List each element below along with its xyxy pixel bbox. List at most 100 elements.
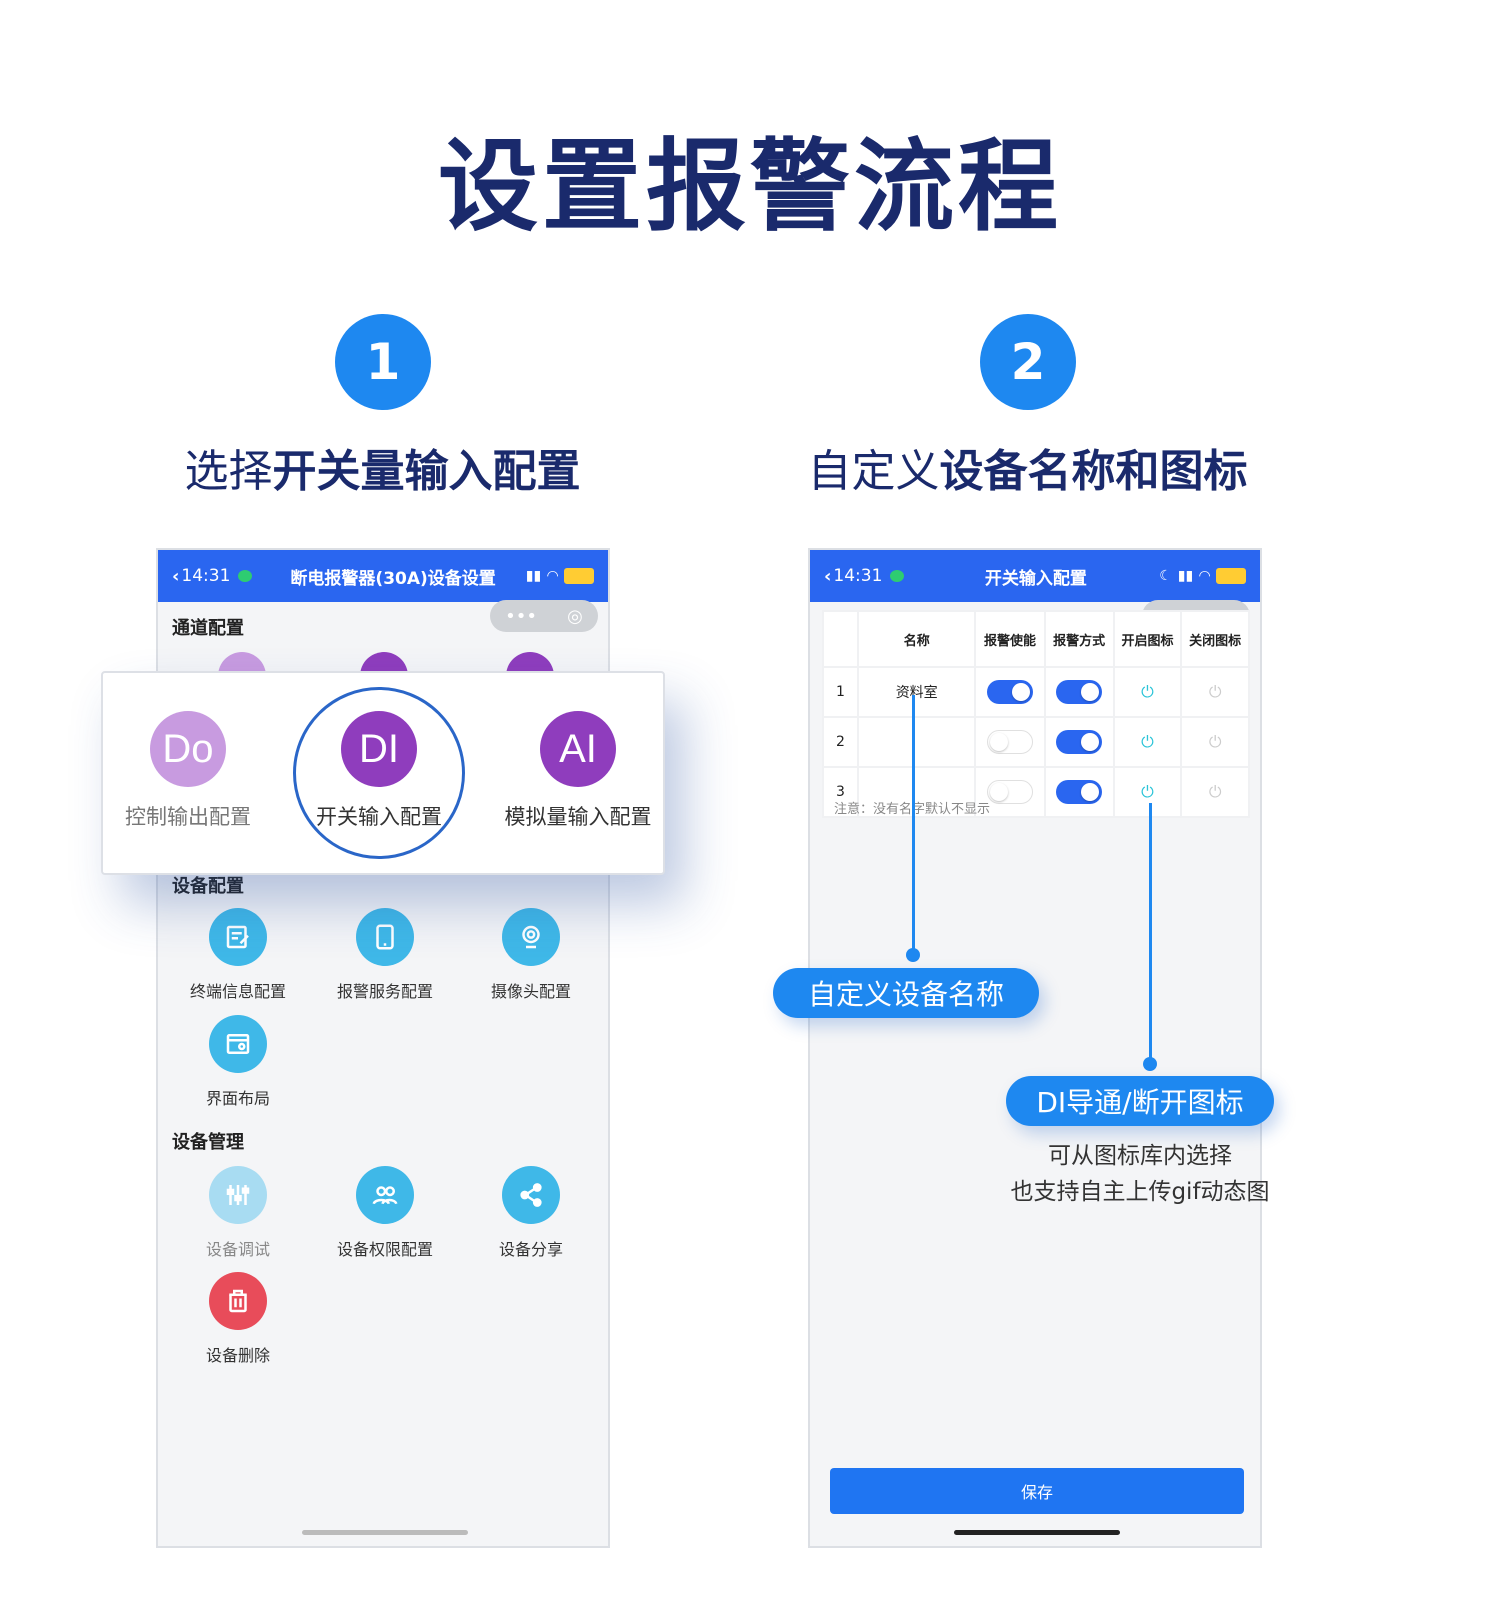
alarm-service-config-label: 报警服务配置: [336, 982, 433, 1001]
terminal-info-config-item[interactable]: 终端信息配置: [163, 908, 313, 1002]
alarm-enable-toggle[interactable]: [974, 716, 1046, 768]
edit-icon: [209, 908, 267, 966]
device-name-input[interactable]: 资料室: [856, 666, 977, 718]
do-output-config-label: 控制输出配置: [125, 805, 251, 829]
wifi-icon: ◠: [547, 568, 558, 584]
status-bar-2: ‹ 14:31 开关输入配置 ☾ ▮▮ ◠: [810, 550, 1260, 602]
alarm-mode-toggle[interactable]: [1043, 766, 1115, 818]
icon-callout-dot: [1143, 1057, 1157, 1071]
alarm-service-config-item[interactable]: 报警服务配置: [310, 908, 460, 1002]
camera-config-label: 摄像头配置: [490, 982, 571, 1001]
device-debug-label: 设备调试: [205, 1240, 270, 1259]
toggle-switch-off[interactable]: [986, 730, 1033, 754]
di-input-config-item[interactable]: DI 开关输入配置: [299, 711, 459, 831]
device-share-item[interactable]: 设备分享: [456, 1166, 606, 1260]
channel-config-zoom-popup: Do 控制输出配置 DI 开关输入配置 AI 模拟量输入配置: [101, 671, 665, 875]
index-column-header: [822, 610, 859, 668]
share-icon: [502, 1166, 560, 1224]
step-1-badge: 1: [335, 314, 431, 410]
save-button[interactable]: 保存: [830, 1468, 1244, 1514]
terminal-info-config-label: 终端信息配置: [189, 982, 286, 1001]
more-icon[interactable]: •••: [505, 605, 537, 627]
step-2-badge: 2: [980, 314, 1076, 410]
device-permission-config-item[interactable]: 设备权限配置: [310, 1166, 460, 1260]
table-row: 3 ⏻ ⏻: [822, 766, 1250, 818]
camera-config-item[interactable]: 摄像头配置: [456, 908, 606, 1002]
power-off-icon[interactable]: ⏻: [1208, 682, 1222, 701]
do-output-config-item[interactable]: Do 控制输出配置: [108, 711, 268, 831]
device-config-section-label: 设备配置: [172, 876, 244, 897]
alarm-enable-toggle[interactable]: [974, 766, 1046, 818]
alarm-mode-column-header: 报警方式: [1043, 610, 1115, 668]
toggle-switch-on[interactable]: [986, 680, 1033, 704]
icon-callout-line: [1149, 803, 1152, 1061]
ai-badge-icon: AI: [540, 711, 616, 787]
table-header-row: 名称 报警使能 报警方式 开启图标 关闭图标: [822, 610, 1250, 668]
power-on-icon[interactable]: ⏻: [1141, 732, 1154, 751]
step-2-title: 自定义设备名称和图标: [800, 435, 1255, 499]
device-name-input[interactable]: [856, 716, 977, 768]
device-debug-item[interactable]: 设备调试: [163, 1166, 313, 1260]
name-callout-line: [912, 695, 915, 953]
off-icon-column-header: 关闭图标: [1180, 610, 1250, 668]
step-1-title-plain: 选择: [184, 446, 273, 497]
name-column-header: 名称: [856, 610, 977, 668]
power-on-icon[interactable]: ⏻: [1141, 782, 1154, 801]
page-title: 设置报警流程: [438, 128, 1062, 245]
layout-icon: [209, 1015, 267, 1073]
ai-input-config-item[interactable]: AI 模拟量输入配置: [493, 711, 663, 831]
home-indicator: [302, 1530, 468, 1535]
status-bar: ‹ 14:31 断电报警器(30A)设备设置 ▮▮ ◠: [158, 550, 608, 602]
di-badge-icon: DI: [341, 711, 417, 787]
device-name-input[interactable]: [856, 766, 977, 818]
on-icon-cell[interactable]: ⏻: [1112, 666, 1183, 718]
alarm-mode-toggle[interactable]: [1043, 716, 1115, 768]
power-on-icon[interactable]: ⏻: [1141, 682, 1154, 701]
row-index: 3: [822, 766, 859, 818]
toggle-switch-on[interactable]: [1056, 780, 1103, 804]
channel-section-label: 通道配置: [172, 618, 244, 639]
moon-icon: ☾: [1159, 568, 1172, 584]
table-row: 2 ⏻ ⏻: [822, 716, 1250, 768]
back-chevron-icon[interactable]: ‹: [824, 565, 832, 587]
alarm-enable-toggle[interactable]: [974, 666, 1046, 718]
di-config-table: 名称 报警使能 报警方式 开启图标 关闭图标 1 资料室 ⏻ ⏻ 2 ⏻ ⏻ 3: [822, 610, 1250, 818]
toggle-switch-on[interactable]: [1056, 730, 1103, 754]
battery-icon: [1216, 568, 1246, 584]
custom-name-callout: 自定义设备名称: [773, 968, 1039, 1018]
toggle-switch-off[interactable]: [986, 780, 1033, 804]
on-icon-cell[interactable]: ⏻: [1112, 766, 1183, 818]
off-icon-cell[interactable]: ⏻: [1180, 766, 1250, 818]
on-icon-cell[interactable]: ⏻: [1112, 716, 1183, 768]
trash-icon: [209, 1272, 267, 1330]
ai-input-config-label: 模拟量输入配置: [504, 805, 652, 829]
battery-icon: [564, 568, 594, 584]
device-delete-item[interactable]: 设备删除: [163, 1272, 313, 1366]
device-permission-config-label: 设备权限配置: [336, 1240, 433, 1259]
wechat-icon: [238, 570, 253, 582]
toggle-switch-on[interactable]: [1056, 680, 1103, 704]
status-title-2: 开关输入配置: [984, 568, 1087, 589]
users-icon: [356, 1166, 414, 1224]
power-off-icon[interactable]: ⏻: [1208, 732, 1222, 751]
power-off-icon[interactable]: ⏻: [1208, 782, 1222, 801]
device-delete-label: 设备删除: [205, 1346, 270, 1365]
icon-callout-note: 可从图标库内选择 也支持自主上传gif动态图: [990, 1138, 1290, 1210]
back-chevron-icon[interactable]: ‹: [172, 565, 180, 587]
do-badge-icon: Do: [150, 711, 226, 787]
device-manage-section-label: 设备管理: [172, 1132, 244, 1153]
layout-config-item[interactable]: 界面布局: [163, 1015, 313, 1109]
mini-program-capsule: ••• ◎: [490, 600, 598, 632]
tablet-icon: [356, 908, 414, 966]
alarm-enable-column-header: 报警使能: [974, 610, 1046, 668]
off-icon-cell[interactable]: ⏻: [1180, 666, 1250, 718]
signal-icon: ▮▮: [525, 568, 542, 584]
status-time: 14:31: [181, 566, 231, 586]
status-title: 断电报警器(30A)设备设置: [290, 568, 496, 589]
home-indicator: [954, 1530, 1120, 1535]
step-2-title-plain: 自定义: [807, 446, 940, 497]
off-icon-cell[interactable]: ⏻: [1180, 716, 1250, 768]
alarm-mode-toggle[interactable]: [1043, 666, 1115, 718]
on-icon-column-header: 开启图标: [1112, 610, 1183, 668]
close-icon[interactable]: ◎: [567, 605, 583, 627]
